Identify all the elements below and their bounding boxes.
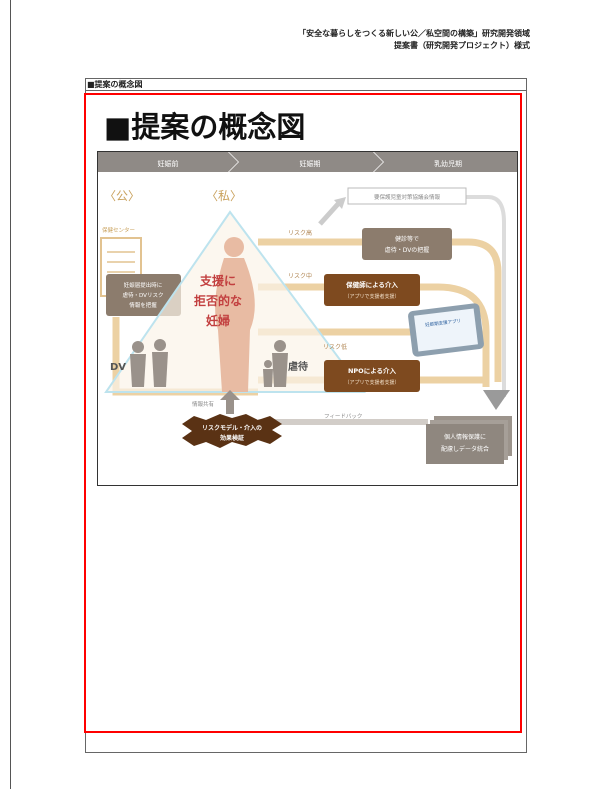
council-info-label: 要保護児童対策協議会情報 — [374, 193, 441, 201]
health-center-info-line-3: 情報を把握 — [129, 301, 157, 309]
header-program-title: 「安全な暮らしをつくる新しい公／私空間の構築」研究開発領域 — [298, 29, 530, 38]
public-label: 〈公〉 — [104, 189, 140, 203]
npo-line-2: （アプリで支援者支援） — [344, 379, 399, 386]
risk-model-badge — [182, 414, 282, 448]
phase-segment-1 — [98, 152, 238, 172]
dv-label: DV — [110, 362, 126, 373]
app-screen-label: 妊娠期支援アプリ — [425, 317, 462, 328]
info-share-arrow — [220, 390, 240, 414]
phase-label-2: 妊娠期 — [300, 159, 321, 168]
page-edge-line — [10, 0, 11, 789]
abuse-figures — [263, 340, 288, 387]
header-form-title: 提案書（研究開発プロジェクト）様式 — [394, 41, 530, 50]
page-title: ■提案の概念図 — [104, 110, 306, 144]
highlight-frame — [84, 93, 522, 733]
phase-band: 妊娠前 妊娠期 乳幼児期 — [98, 152, 517, 172]
concept-diagram-svg: 妊娠前 妊娠期 乳幼児期 〈公〉 〈私〉 保健センター 妊娠届提出時に 虐待・D… — [98, 152, 517, 464]
private-label: 〈私〉 — [206, 189, 242, 203]
phase-segment-2 — [229, 152, 383, 172]
info-share-label: 情報共有 — [192, 400, 215, 408]
phase-label-1: 妊娠前 — [158, 159, 179, 168]
nurse-intervention-box — [324, 274, 420, 306]
merge-arrow — [483, 390, 510, 410]
risk-model-line-2: 効果検証 — [220, 434, 244, 442]
center-line-1: 支援に — [199, 273, 236, 288]
abuse-label: 虐待 — [288, 360, 308, 373]
section-label: ■提案の概念図 — [87, 80, 143, 89]
council-info-box — [347, 187, 467, 205]
risk-high-arrow — [318, 202, 340, 226]
privacy-line-2: 配慮しデータ統合 — [441, 445, 489, 453]
phase-segment-3 — [374, 152, 517, 172]
health-center-info-box — [106, 274, 181, 316]
npo-intervention-box — [324, 360, 420, 392]
checkup-line-1: 健診等で — [395, 235, 419, 243]
risk-model-line-1: リスクモデル・介入の — [202, 424, 262, 432]
health-center-label: 保健センター — [102, 226, 135, 234]
feedback-label: フィードバック — [324, 413, 362, 420]
checkup-line-2: 虐待・DVの把握 — [385, 246, 430, 254]
risk-high-label: リスク高 — [288, 229, 312, 237]
phase-label-3: 乳幼児期 — [434, 159, 462, 168]
health-center-info-line-2: 虐待・DVリスク — [123, 291, 164, 299]
center-line-3: 妊婦 — [206, 313, 230, 328]
tablet-app: 妊娠期支援アプリ — [408, 303, 484, 357]
privacy-data-stack — [426, 416, 512, 464]
section-divider — [85, 90, 526, 91]
concept-diagram: 妊娠前 妊娠期 乳幼児期 〈公〉 〈私〉 保健センター 妊娠届提出時に 虐待・D… — [97, 151, 518, 486]
privacy-line-1: 個人情報保護に — [444, 433, 486, 441]
dv-figures — [130, 339, 168, 387]
npo-line-1: NPOによる介入 — [348, 366, 397, 375]
risk-low-label: リスク低 — [323, 343, 347, 351]
nurse-line-1: 保健師による介入 — [345, 280, 398, 289]
risk-mid-label: リスク中 — [288, 272, 312, 280]
health-center-info-line-1: 妊娠届提出時に — [124, 281, 163, 289]
checkup-box — [362, 228, 452, 260]
nurse-line-2: （アプリで支援者支援） — [344, 293, 399, 300]
pregnant-woman-figure — [215, 237, 255, 392]
center-line-2: 拒否的な — [194, 293, 242, 308]
